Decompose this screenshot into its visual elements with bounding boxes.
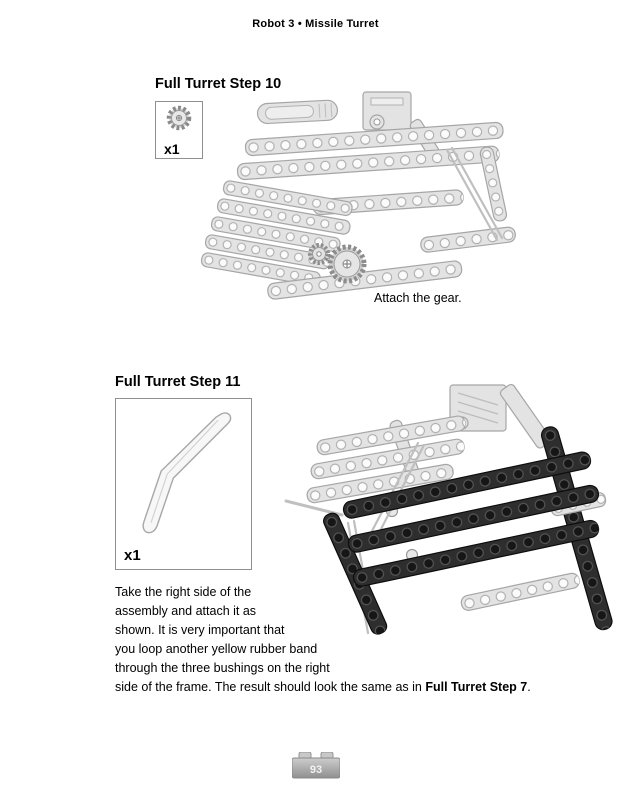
step11-assembly-illustration [250,383,620,658]
step10-assembly-illustration [195,88,525,333]
step10-title: Full Turret Step 10 [155,76,282,92]
body-last-post: . [527,680,531,694]
body-text-line: you loop another yellow rubber band [115,642,318,656]
step10-part-count: x1 [164,141,180,157]
step11-title: Full Turret Step 11 [115,374,241,390]
body-text-line: Take the right side of the [115,585,252,599]
rubber-band-lines [445,148,499,242]
body-text-line: side of the frame. The result should loo… [115,678,620,697]
body-text-line: through the three bushings on the right [115,661,330,675]
step11-body-text: Take the right side of the assembly and … [115,583,620,697]
page-header: Robot 3 • Missile Turret [252,18,379,30]
body-text-line: shown. It is very important that [115,623,285,637]
rubber-band-icon [142,412,232,534]
page-number: 93 [309,764,321,776]
body-last-pre: side of the frame. The result should loo… [115,680,426,694]
rubber-band-lines [370,441,420,533]
page-number-brick: 93 [291,751,340,785]
motor-unit [362,91,412,131]
small-gear [308,243,330,265]
step11-part-count: x1 [124,547,141,564]
step10-caption: Attach the gear. [374,291,462,305]
step11-parts-box: x1 [115,398,252,570]
step10-parts-box: x1 [155,101,203,159]
gear-icon [166,105,192,131]
attached-gear [327,244,367,284]
body-last-bold-ref: Full Turret Step 7 [425,680,528,694]
body-text-line: assembly and attach it as [115,604,257,618]
